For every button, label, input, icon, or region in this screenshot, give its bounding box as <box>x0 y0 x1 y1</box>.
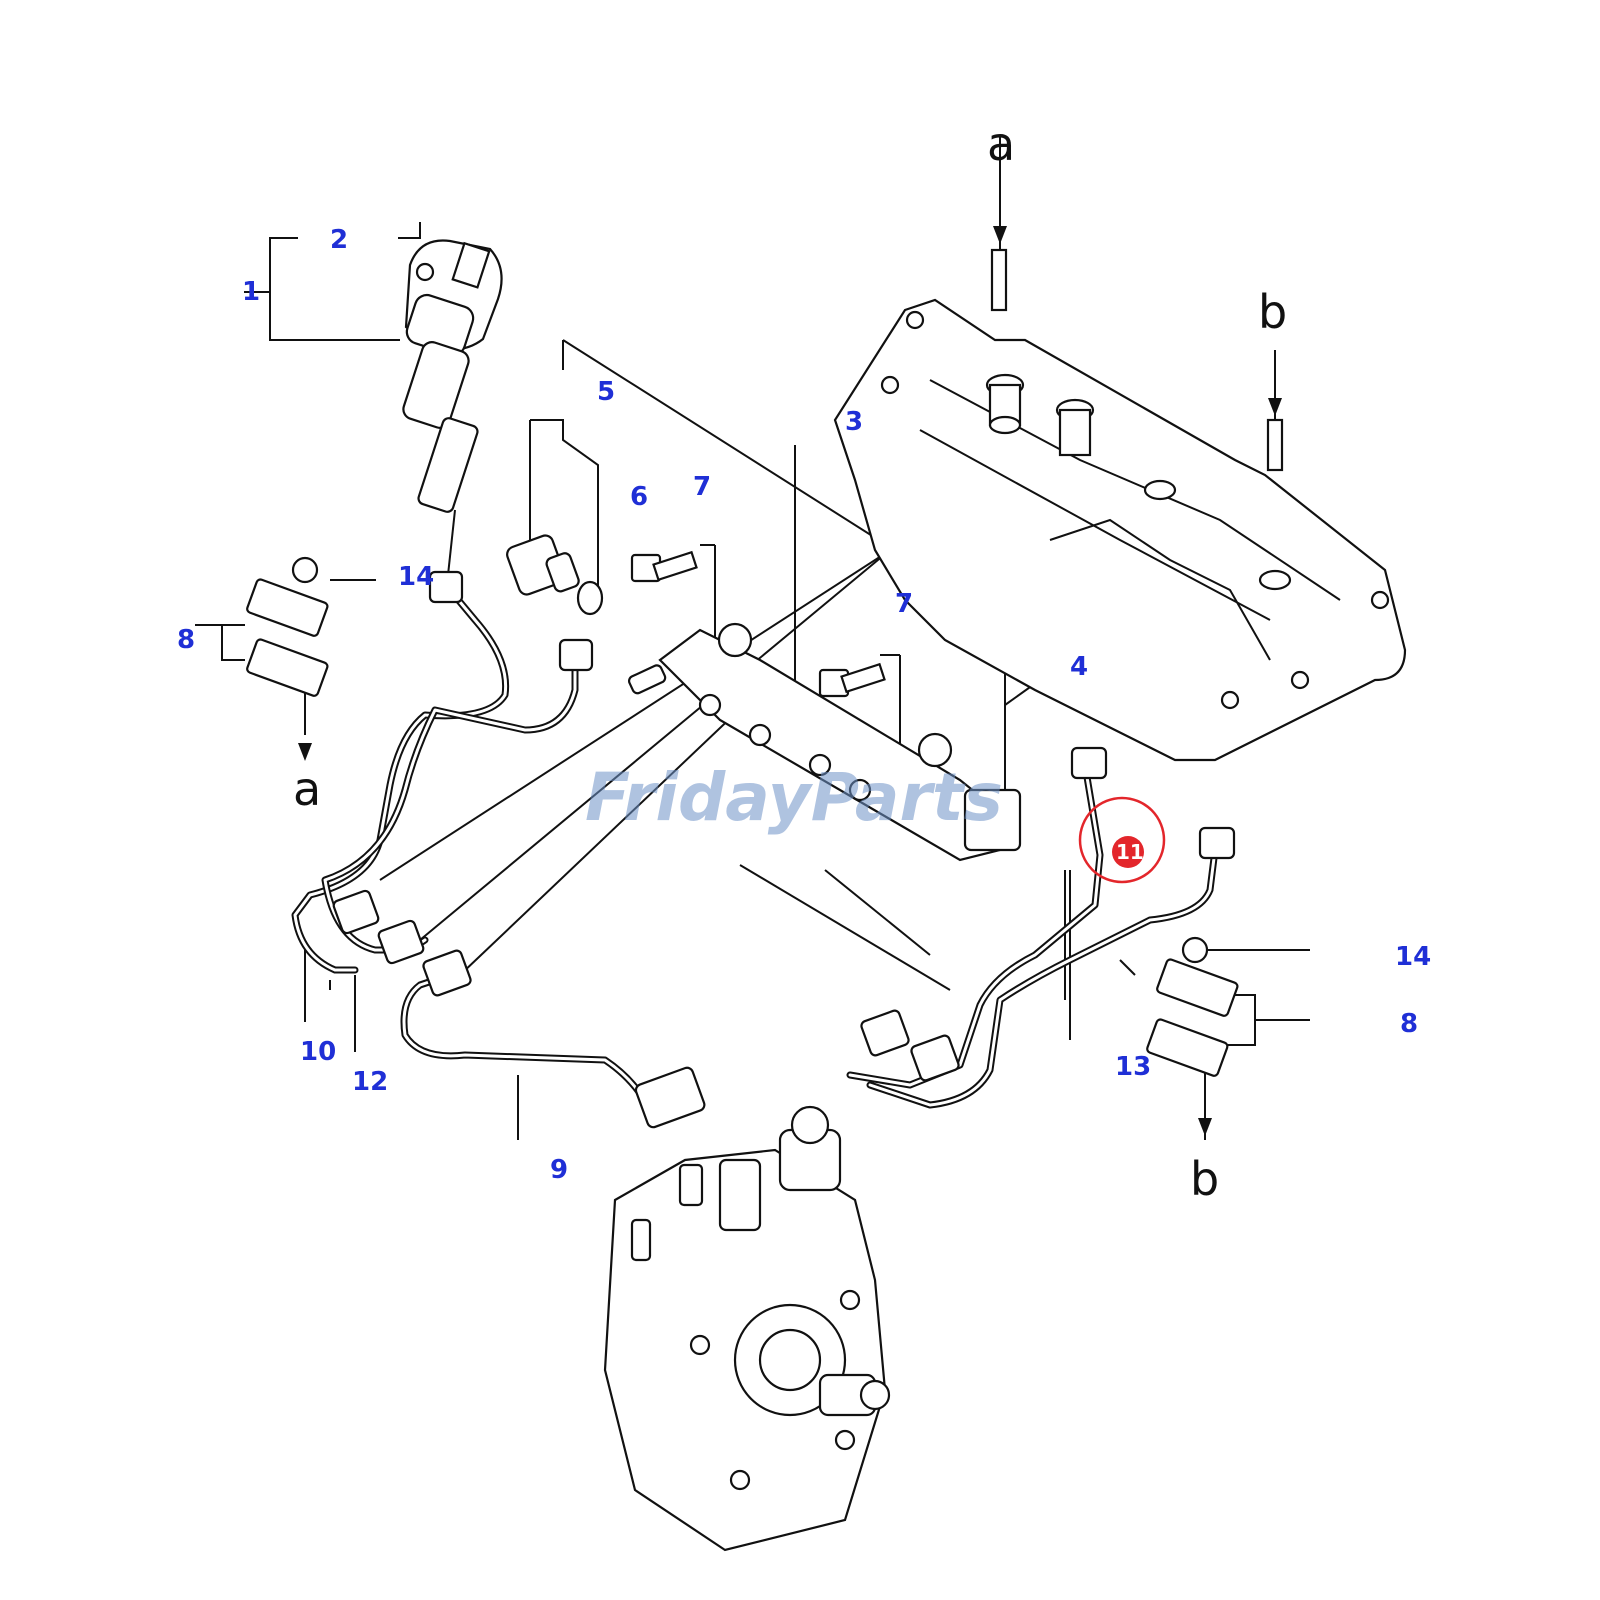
callout-labels: 1 2 3 4 5 6 7 7 8 8 9 10 12 13 14 14 <box>177 225 1431 1185</box>
plug-drawing <box>506 534 604 616</box>
callout-6: 6 <box>630 482 648 512</box>
cylinder-head-drawing <box>833 248 1407 762</box>
callout-10: 10 <box>300 1037 336 1067</box>
callout-8-left: 8 <box>177 625 195 655</box>
callout-7-lower: 7 <box>895 589 913 619</box>
injector-drawing <box>402 239 503 576</box>
callout-8-right: 8 <box>1400 1009 1418 1039</box>
callout-1: 1 <box>242 277 260 307</box>
callout-3: 3 <box>845 407 863 437</box>
common-rail-drawing <box>628 622 1022 862</box>
highlight-callout-11: 11 <box>1078 796 1166 884</box>
reference-letters: a a b b <box>293 117 1287 1206</box>
clamps-drawing <box>246 556 1239 1077</box>
fuel-pipes-drawing <box>291 570 1236 1129</box>
callout-11: 11 <box>1116 840 1144 864</box>
callout-5: 5 <box>597 377 615 407</box>
ref-b-top: b <box>1258 285 1287 339</box>
callout-7-upper: 7 <box>693 472 711 502</box>
bolts-drawing <box>630 550 886 698</box>
callout-14-left: 14 <box>398 562 434 592</box>
ref-a-left: a <box>293 762 321 816</box>
callout-12: 12 <box>352 1067 388 1097</box>
callout-14-right: 14 <box>1395 942 1431 972</box>
pump-drawing <box>603 1105 891 1552</box>
callout-2: 2 <box>330 225 348 255</box>
ref-b-bottom: b <box>1190 1152 1219 1206</box>
callout-9: 9 <box>550 1155 568 1185</box>
callout-13: 13 <box>1115 1052 1151 1082</box>
highlight-dot <box>1112 836 1144 868</box>
arrow-heads <box>298 226 1282 1136</box>
watermark-text: FridayParts <box>585 759 1003 836</box>
highlight-ring <box>1078 796 1166 884</box>
ref-a-top: a <box>987 117 1015 171</box>
callout-4: 4 <box>1070 652 1088 682</box>
